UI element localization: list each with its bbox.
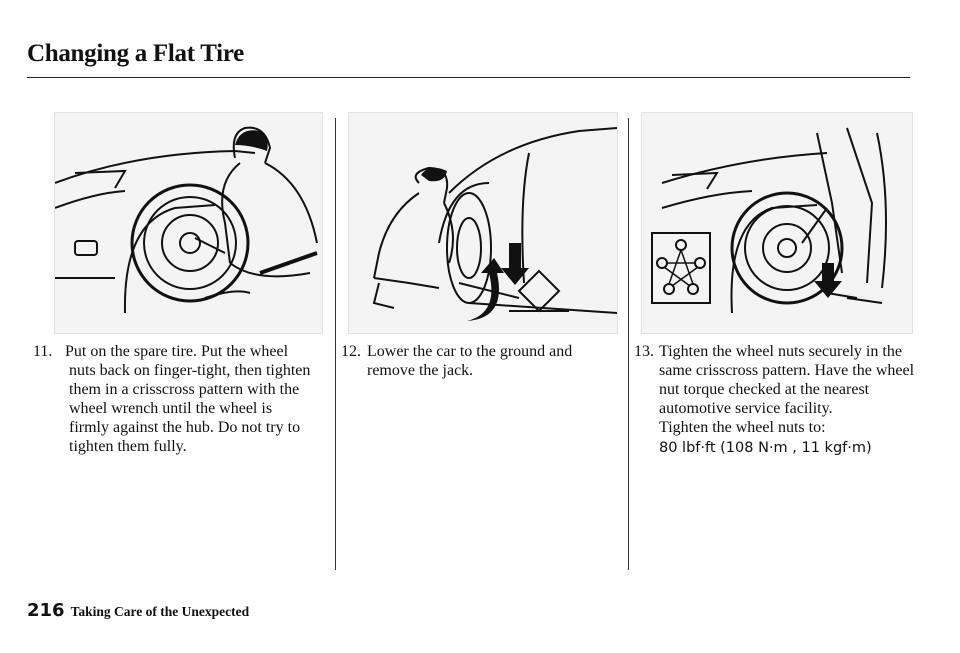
figure-tighten-nuts [641,112,913,334]
step-number: 11. [33,343,53,360]
step-number: 12. [341,343,361,360]
page-footer: 216 Taking Care of the Unexpected [27,600,249,621]
torque-note: Tighten the wheel nuts to: [659,419,826,436]
step-text: Tighten the wheel nuts securely in the s… [659,343,915,417]
illustration-tighten-nuts [651,127,887,314]
step-12: 12. Lower the car to the ground and remo… [341,342,621,380]
illustration-lower-car [372,127,617,321]
torque-spec: 80 lbf·ft (108 N·m , 11 kgf·m) [659,440,872,456]
step-text: Put on the spare tire. Put the wheel nut… [65,343,311,455]
section-name: Taking Care of the Unexpected [70,604,250,619]
page-number: 216 [27,600,65,621]
column-divider-2 [628,118,629,570]
illustration-spare-tire [55,126,318,314]
step-11: 11. Put on the spare tire. Put the wheel… [33,342,315,456]
page-title: Changing a Flat Tire [27,40,244,67]
figure-spare-tire [54,112,323,334]
step-13: 13. Tighten the wheel nuts securely in t… [634,342,920,458]
step-text: Lower the car to the ground and remove t… [367,343,573,379]
column-divider-1 [335,118,336,570]
figure-lower-car [348,112,618,334]
header-rule [27,77,910,78]
step-number: 13. [634,343,654,360]
